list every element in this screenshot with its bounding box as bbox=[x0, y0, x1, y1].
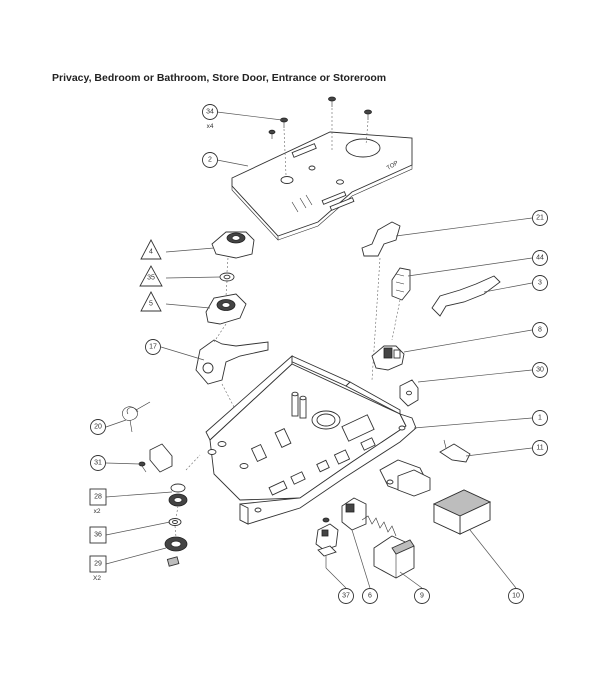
callout-35: 35 bbox=[139, 265, 163, 287]
latch-6 bbox=[341, 497, 397, 537]
callout-28-label: 28 bbox=[94, 494, 102, 501]
callout-11-label: 11 bbox=[536, 445, 543, 452]
callout-8: 8 bbox=[532, 322, 548, 338]
callout-9-label: 9 bbox=[420, 593, 424, 600]
callout-11: 11 bbox=[532, 440, 548, 456]
callout-17-label: 17 bbox=[149, 344, 157, 351]
bracket-31 bbox=[138, 443, 173, 473]
callout-36: 36 bbox=[89, 526, 107, 544]
callout-9: 9 bbox=[414, 588, 430, 604]
bolt-assembly bbox=[379, 459, 431, 497]
callout-34: 34 x4 bbox=[202, 104, 218, 130]
callout-6: 6 bbox=[362, 588, 378, 604]
callout-37: 37 bbox=[338, 588, 354, 604]
leader-lines bbox=[105, 111, 533, 589]
callout-21: 21 bbox=[532, 210, 548, 226]
callout-3: 3 bbox=[532, 275, 548, 291]
callout-4: 4 bbox=[140, 239, 162, 260]
callout-37-label: 37 bbox=[342, 593, 350, 600]
callout-1-label: 1 bbox=[538, 415, 542, 422]
callout-34-qty: x4 bbox=[207, 123, 214, 130]
cam-28 bbox=[168, 483, 188, 507]
callout-2-label: 2 bbox=[208, 157, 212, 164]
callout-8-label: 8 bbox=[538, 327, 542, 334]
cam-29 bbox=[164, 536, 188, 567]
callout-30-label: 30 bbox=[536, 367, 544, 374]
callout-1: 1 bbox=[532, 410, 548, 426]
callout-17: 17 bbox=[145, 339, 161, 355]
callout-28: 28 x2 bbox=[89, 488, 107, 515]
callout-6-label: 6 bbox=[368, 593, 372, 600]
callout-20: 20 bbox=[90, 419, 106, 435]
callout-20-label: 20 bbox=[94, 424, 102, 431]
spring-20 bbox=[122, 401, 151, 433]
plate-top-marking: TOP bbox=[386, 160, 400, 171]
screws-34 bbox=[268, 96, 372, 176]
callout-30: 30 bbox=[532, 362, 548, 378]
callout-44-label: 44 bbox=[536, 255, 544, 262]
latch-bolt-9 bbox=[373, 535, 415, 579]
hub-5 bbox=[205, 293, 247, 325]
callout-28-qty: x2 bbox=[94, 508, 101, 515]
callout-29-label: 29 bbox=[94, 561, 102, 568]
callout-29: 29 X2 bbox=[89, 555, 107, 582]
deadbolt-10 bbox=[432, 489, 492, 535]
washer-35 bbox=[219, 272, 235, 282]
callout-31: 31 bbox=[90, 455, 106, 471]
callout-4-label: 4 bbox=[149, 249, 153, 256]
lever-3 bbox=[431, 275, 501, 317]
callout-29-qty: X2 bbox=[93, 575, 101, 582]
latch-tail-21 bbox=[361, 221, 401, 257]
callout-5-label: 5 bbox=[149, 301, 153, 308]
lever-17 bbox=[195, 339, 269, 385]
callout-10: 10 bbox=[508, 588, 524, 604]
callout-36-label: 36 bbox=[94, 532, 102, 539]
spring-44 bbox=[391, 267, 411, 301]
washer-36 bbox=[168, 518, 182, 526]
slide-8 bbox=[371, 345, 405, 371]
diagram-title: Privacy, Bedroom or Bathroom, Store Door… bbox=[52, 72, 387, 84]
bracket-30 bbox=[399, 379, 419, 407]
callout-2: 2 bbox=[202, 152, 218, 168]
hub-4 bbox=[211, 231, 255, 259]
lock-case bbox=[205, 355, 417, 525]
callout-21-label: 21 bbox=[536, 215, 544, 222]
callout-34-label: 34 bbox=[206, 109, 214, 116]
callout-31-label: 31 bbox=[94, 460, 102, 467]
callout-35-label: 35 bbox=[147, 275, 155, 282]
cover-plate: TOP bbox=[231, 131, 413, 241]
latch-11 bbox=[439, 439, 471, 463]
callout-10-label: 10 bbox=[512, 593, 520, 600]
callout-5: 5 bbox=[140, 291, 162, 312]
part-37 bbox=[315, 517, 339, 568]
callout-44: 44 bbox=[532, 250, 548, 266]
callout-3-label: 3 bbox=[538, 280, 542, 287]
